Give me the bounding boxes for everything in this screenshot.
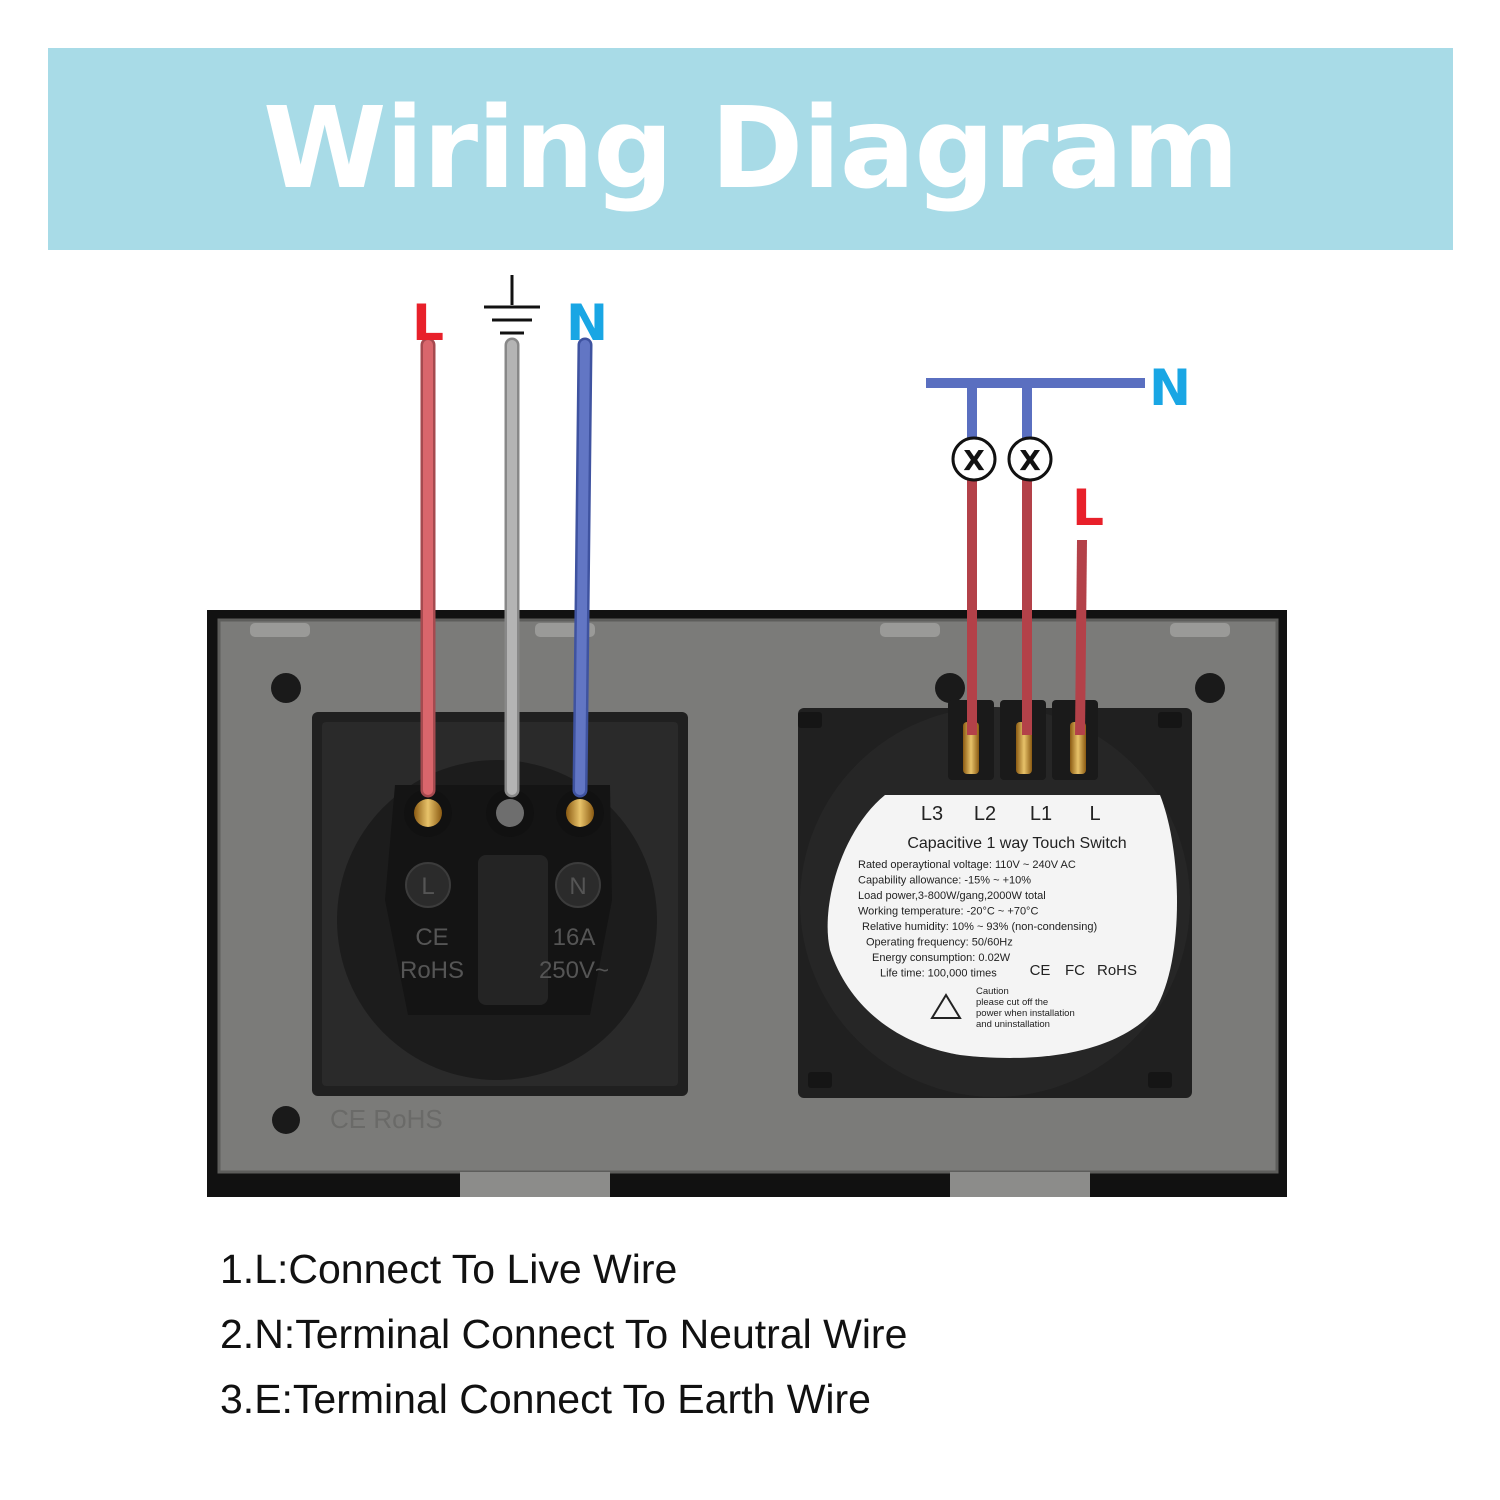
mounting-hole	[271, 673, 301, 703]
socket-terminal-label-live: L	[421, 873, 434, 900]
switch-clip	[808, 1072, 832, 1088]
socket-neutral-label: N	[566, 294, 608, 352]
title-banner: Wiring Diagram	[48, 48, 1453, 250]
switch-terminal-label: L1	[1030, 803, 1052, 825]
lamp-symbol	[951, 436, 997, 482]
lamp-symbol-x: X	[963, 444, 985, 477]
socket-rohs-mark: RoHS	[400, 957, 464, 984]
lamp-symbol-x: X	[1019, 444, 1041, 477]
note-earth: 3.E:Terminal Connect To Earth Wire	[220, 1376, 871, 1422]
switch-cert-mark: CE	[1030, 962, 1051, 979]
socket-screw-live	[414, 799, 442, 827]
caution-icon	[930, 993, 962, 1019]
wiring-notes: 1.L:Connect To Live Wire 2.N:Terminal Co…	[220, 1238, 907, 1433]
switch-label-title: Capacitive 1 way Touch Switch	[907, 835, 1126, 852]
diagram-title: Wiring Diagram	[262, 84, 1239, 214]
socket-voltage-rating: 250V~	[539, 957, 609, 984]
socket-ce-mark: CE	[415, 924, 448, 951]
socket-screw-neutral	[566, 799, 594, 827]
switch-cert-mark: FC	[1065, 962, 1085, 979]
switch-spec-line: Operating frequency: 50/60Hz	[866, 937, 1013, 949]
neutral-wire	[575, 340, 590, 795]
switch-clip	[1148, 1072, 1172, 1088]
socket-live-label: L	[412, 294, 444, 352]
switch-caution-line: please cut off the	[976, 997, 1048, 1008]
switch-clip	[798, 712, 822, 728]
switch-spec-line: Load power,3-800W/gang,2000W total	[858, 890, 1046, 902]
switch-neutral-label: N	[1149, 359, 1191, 417]
mounting-hole	[1195, 673, 1225, 703]
switch-wires: X X	[926, 378, 1145, 736]
switch-spec-label: Capacitive 1 way Touch Switch L3 L2 L1 L Rat…	[858, 803, 1137, 1030]
socket-wires	[420, 337, 593, 798]
switch-terminal-label: L	[1089, 803, 1100, 825]
switch-caution-line: and uninstallation	[976, 1019, 1050, 1030]
switch-live-label: L	[1072, 479, 1104, 537]
switch-spec-line: Rated operaytional voltage: 110V ~ 240V …	[858, 859, 1076, 871]
switch-spec-line: Energy consumption: 0.02W	[872, 952, 1011, 964]
switch-spec-line: Working temperature: -20°C ~ +70°C	[858, 906, 1038, 918]
switch-spec-line: Life time: 100,000 times	[880, 968, 997, 980]
switch-spec-line: Capability allowance: -15% ~ +10%	[858, 875, 1031, 887]
mounting-hole	[935, 673, 965, 703]
switch-module	[798, 700, 1192, 1098]
switch-clip	[1158, 712, 1182, 728]
switch-spec-line: Relative humidity: 10% ~ 93% (non-conden…	[862, 921, 1097, 933]
switch-caution-line: Caution	[976, 986, 1009, 997]
switch-caution-line: power when installation	[976, 1008, 1075, 1019]
socket-terminal-label-neutral: N	[569, 873, 586, 900]
earth-symbol-icon	[484, 275, 540, 335]
switch-terminal-label: L3	[921, 803, 943, 825]
socket-screw-earth	[496, 799, 524, 827]
switch-terminal-label: L2	[974, 803, 996, 825]
note-live: 1.L:Connect To Live Wire	[220, 1246, 678, 1292]
switch-cert-mark: RoHS	[1097, 962, 1137, 979]
mounting-hole	[272, 1106, 300, 1134]
plate-cert-mark: CE RoHS	[330, 1104, 443, 1134]
switch-live-wire	[1075, 539, 1087, 736]
socket-current-rating: 16A	[553, 924, 596, 951]
socket-module: L N CE RoHS 16A 250V~	[312, 712, 688, 1096]
note-neutral: 2.N:Terminal Connect To Neutral Wire	[220, 1311, 908, 1357]
lamp-symbol	[1007, 436, 1053, 482]
